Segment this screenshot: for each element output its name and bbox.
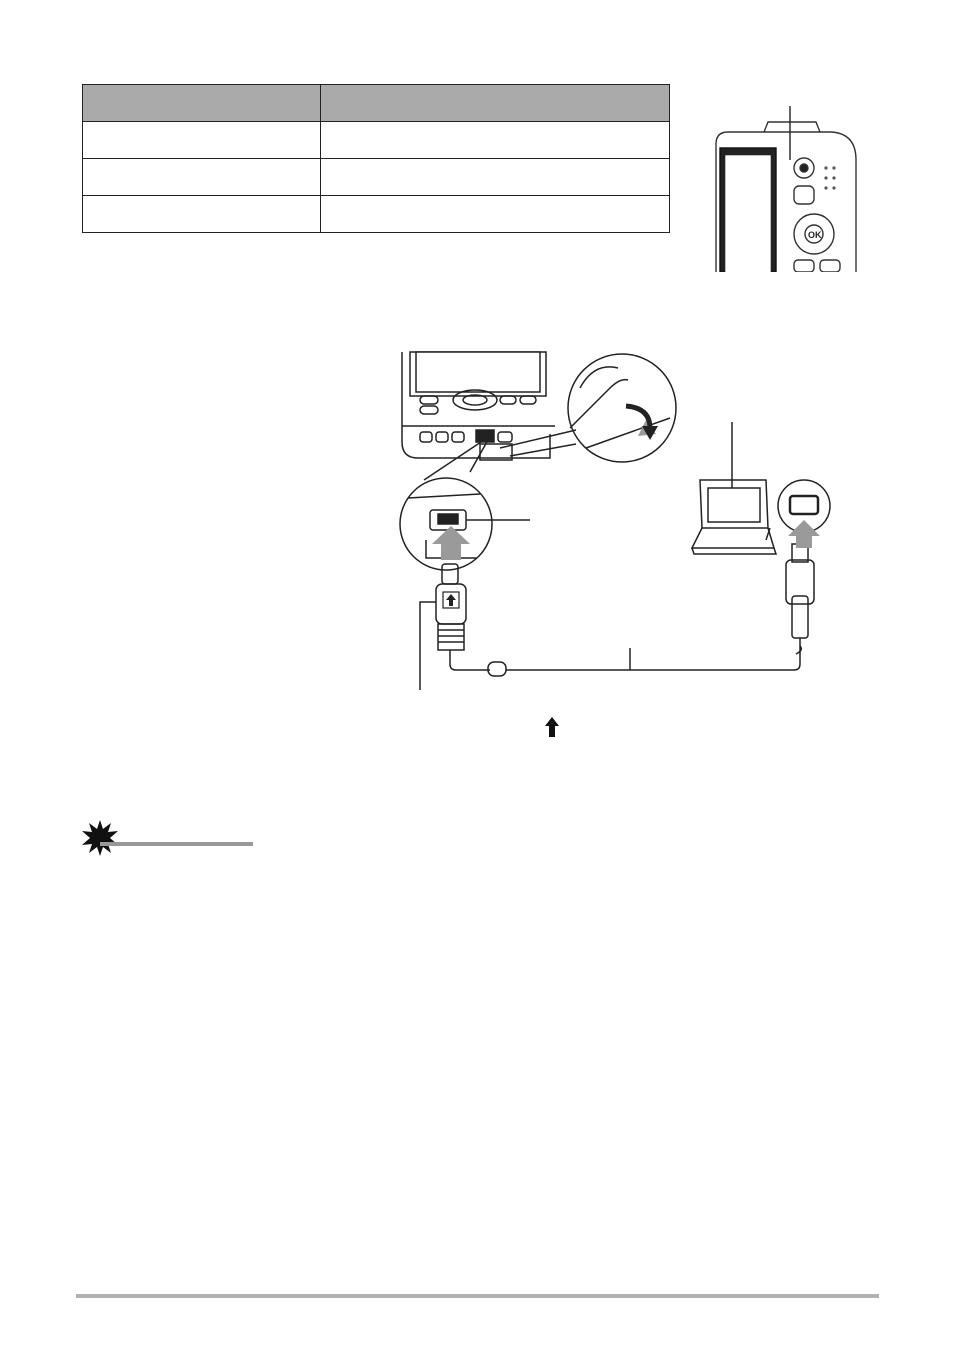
table-cell [320, 121, 670, 159]
table-cell [82, 195, 321, 233]
table-cell [82, 158, 321, 196]
starburst-icon [82, 820, 118, 856]
table-header-cell [320, 84, 670, 122]
camera-back-illustration: OK [715, 106, 857, 272]
important-section-rule [100, 842, 253, 846]
table-cell [82, 121, 321, 159]
page-bottom-rule [76, 1294, 879, 1298]
usb-connection-diagram [399, 351, 831, 690]
svg-text:OK: OK [808, 230, 822, 240]
table-cell [320, 158, 670, 196]
table-cell [320, 195, 670, 233]
status-table [82, 84, 670, 233]
table-row [82, 195, 670, 233]
table-header-row [82, 84, 670, 122]
table-row [82, 158, 670, 196]
table-row [82, 121, 670, 159]
table-header-cell [82, 84, 321, 122]
up-arrow-icon [545, 717, 559, 737]
